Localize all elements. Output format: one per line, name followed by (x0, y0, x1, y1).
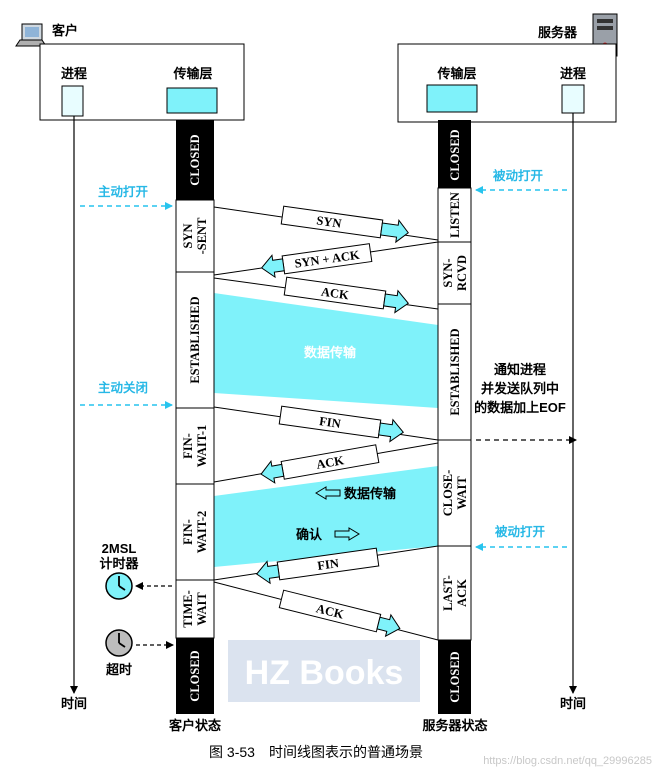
client-transport-label: 传输层 (172, 66, 212, 81)
client-state-syn-sent-2: -SENT (195, 217, 209, 254)
client-state-syn-sent-1: SYN (181, 223, 195, 248)
server-state-lastack-2: ACK (455, 579, 469, 607)
figure-caption: 图 3-53 时间线图表示的普通场景 (209, 744, 423, 760)
message-fin-1: FIN (278, 405, 405, 443)
svg-text:SYN: SYN (316, 213, 343, 230)
server-state-listen: LISTEN (448, 192, 462, 238)
svg-text:LAST-ACK: LAST-ACK (441, 575, 469, 611)
server-state-closed-bottom: CLOSED (448, 651, 462, 702)
svg-text:FIN: FIN (318, 414, 341, 431)
client-title: 客户 (52, 23, 78, 38)
data-transfer-region-1 (214, 293, 438, 408)
data-transfer-region-2 (214, 466, 438, 567)
server-state-synrcvd-1: SYN- (441, 258, 455, 287)
client-time-label: 时间 (61, 696, 87, 711)
client-transport-box (166, 87, 218, 114)
server-state-established: ESTABLISHED (448, 328, 462, 415)
message-ack-2: ACK (260, 444, 380, 484)
active-open-label: 主动打开 (98, 184, 149, 199)
server-time-label: 时间 (560, 696, 586, 711)
server-state-synrcvd-2: RCVD (455, 255, 469, 291)
client-state-finwait2-1: FIN- (181, 519, 195, 545)
client-state-finwait1-1: FIN- (181, 433, 195, 459)
server-state-closewait-2: WAIT (455, 476, 469, 510)
client-state-caption: 客户状态 (169, 718, 221, 733)
timer-clock-icon (105, 572, 133, 600)
svg-text:ACK: ACK (320, 285, 350, 303)
watermark: HZ Books (228, 640, 420, 702)
svg-text:SYN-SENT: SYN-SENT (181, 217, 209, 254)
svg-text:FIN: FIN (316, 556, 339, 573)
timeout-clock-icon (105, 629, 133, 657)
svg-text:TIME-WAIT: TIME-WAIT (181, 590, 209, 628)
server-state-closewait-1: CLOSE- (441, 470, 455, 517)
client-state-finwait2-2: WAIT-2 (195, 511, 209, 554)
notify-line-3: 的数据加上EOF (474, 400, 566, 415)
client-state-finwait1-2: WAIT-1 (195, 425, 209, 468)
confirm-label: 确认 (296, 527, 323, 542)
server-state-labels: CLOSED LISTEN SYN-RCVD ESTABLISHED CLOSE… (441, 129, 469, 702)
server-process-box (561, 84, 585, 114)
timer-label-1: 2MSL (102, 541, 137, 556)
server-transport-box (426, 84, 478, 113)
client-state-column (175, 120, 215, 714)
data-transfer-label-1: 数据传输 (304, 345, 357, 360)
svg-text:FIN-WAIT-2: FIN-WAIT-2 (181, 511, 209, 554)
server-title: 服务器 (538, 25, 578, 40)
server-transport-label: 传输层 (436, 66, 476, 81)
client-process-label: 进程 (61, 66, 87, 81)
client-state-closed-top: CLOSED (188, 134, 202, 185)
passive-open-label-2: 被动打开 (495, 524, 546, 539)
client-state-labels: CLOSED SYN-SENT ESTABLISHED FIN-WAIT-1 F… (181, 134, 209, 701)
source-url: https://blog.csdn.net/qq_29996285 (483, 755, 652, 767)
client-laptop-icon (15, 23, 47, 47)
server-state-closed-top: CLOSED (448, 129, 462, 180)
message-ack-3: ACK (278, 589, 401, 638)
server-process-label: 进程 (560, 66, 586, 81)
svg-text:HZ Books: HZ Books (245, 654, 404, 692)
message-ack-1: ACK (283, 276, 410, 314)
active-close-label: 主动关闭 (98, 380, 148, 395)
client-state-established: ESTABLISHED (188, 296, 202, 383)
client-state-timewait-1: TIME- (181, 590, 195, 628)
server-state-caption: 服务器状态 (422, 718, 487, 733)
passive-open-label-1: 被动打开 (493, 168, 544, 183)
client-process-box (61, 85, 84, 117)
svg-text:CLOSE-WAIT: CLOSE-WAIT (441, 470, 469, 517)
server-state-column (437, 120, 472, 714)
client-state-closed-bottom: CLOSED (188, 650, 202, 701)
message-syn: SYN (280, 205, 409, 244)
confirm-arrow-right (334, 527, 360, 541)
server-state-lastack-1: LAST- (441, 575, 455, 611)
notify-line-2: 并发送队列中 (481, 381, 559, 396)
timeout-label: 超时 (106, 662, 132, 677)
message-fin-2: FIN (255, 547, 380, 585)
client-state-timewait-2: WAIT (195, 592, 209, 626)
svg-text:SYN-RCVD: SYN-RCVD (441, 255, 469, 291)
notify-line-1: 通知进程 (494, 362, 546, 377)
svg-text:ACK: ACK (315, 453, 345, 472)
svg-text:FIN-WAIT-1: FIN-WAIT-1 (181, 425, 209, 468)
timer-label-2: 计时器 (99, 556, 139, 571)
message-syn-ack: SYN + ACK (260, 243, 373, 279)
data-transfer-arrow-left (315, 486, 341, 500)
data-transfer-label-2: 数据传输 (344, 486, 397, 501)
svg-text:ACK: ACK (315, 601, 346, 621)
